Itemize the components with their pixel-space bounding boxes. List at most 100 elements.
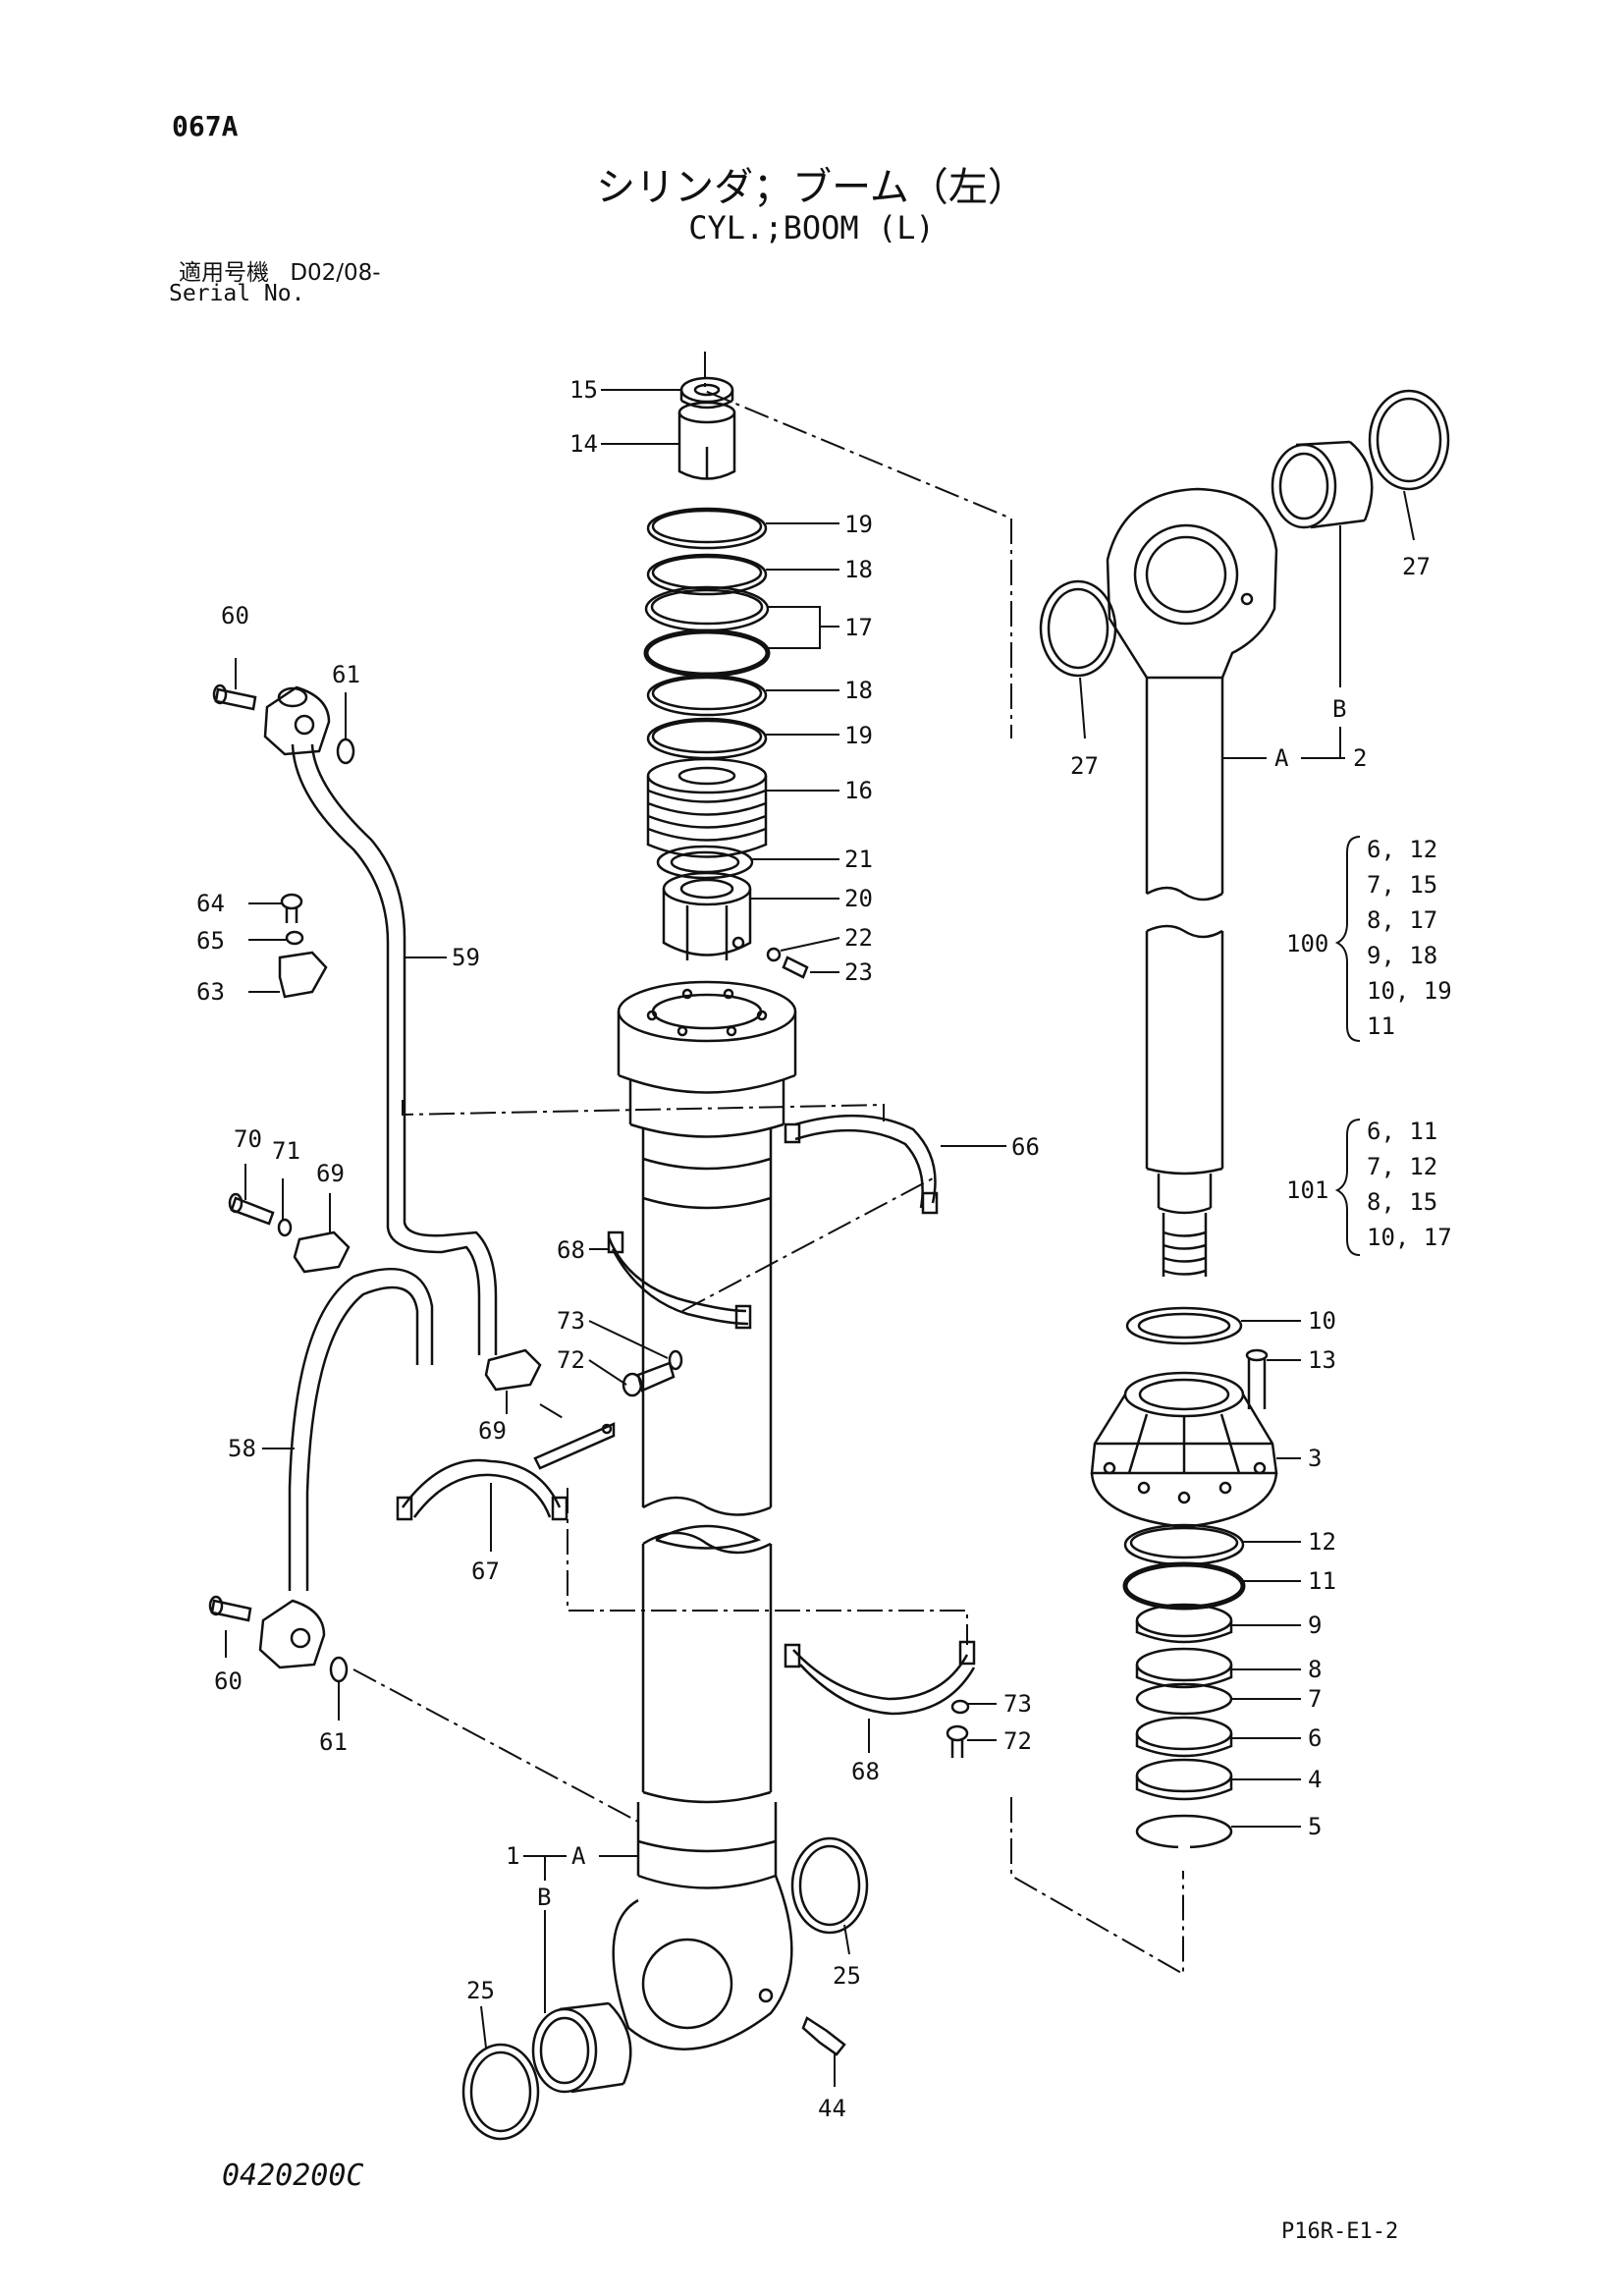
callout-60-a: 60	[221, 602, 249, 629]
part-69-clamp-a	[293, 1230, 351, 1274]
callout-1: 1	[506, 1842, 519, 1870]
part-60-flange-bottom	[258, 1599, 326, 1669]
kit-101-row: 10, 17	[1367, 1224, 1452, 1251]
serial-value: D02/08-	[290, 260, 381, 286]
part-10-ring	[1125, 1306, 1243, 1345]
callout-B-top: B	[1332, 695, 1346, 723]
part-68-band-clamp-bottom	[784, 1640, 976, 1716]
part-68-band-clamp-top	[607, 1230, 752, 1330]
page-code: 067A	[172, 110, 239, 142]
part-3-cylinder-head	[1090, 1371, 1278, 1529]
callout-2: 2	[1353, 744, 1367, 772]
part-19-ring-a	[646, 507, 768, 550]
kit-100-row: 6, 12	[1367, 836, 1437, 863]
part-14-bushing	[677, 401, 736, 480]
part-70-bolt	[228, 1192, 275, 1226]
callout-18-b: 18	[844, 677, 873, 704]
callout-10: 10	[1308, 1307, 1336, 1335]
kit-100-row: 9, 18	[1367, 942, 1437, 969]
part-59-pipe	[291, 743, 498, 1355]
callout-61-a: 61	[332, 661, 360, 688]
part-1-cylinder-tube	[612, 980, 797, 2050]
part-7-ring	[1135, 1682, 1233, 1716]
part-19-ring-b	[646, 717, 768, 760]
part-60-flange-top	[263, 685, 331, 756]
callout-12: 12	[1308, 1528, 1336, 1556]
callout-7: 7	[1308, 1685, 1322, 1713]
callout-15: 15	[569, 376, 598, 404]
callout-65: 65	[196, 927, 225, 955]
part-11-o-ring	[1122, 1561, 1246, 1611]
leader-lines	[225, 389, 1415, 2087]
assembly-guide-lines	[352, 352, 1184, 1976]
part-72-bolt-top	[622, 1361, 676, 1397]
callout-70: 70	[234, 1125, 262, 1153]
callout-73-a: 73	[557, 1307, 585, 1335]
part-5-snap-ring	[1135, 1814, 1233, 1850]
part-71-washer	[277, 1218, 293, 1237]
kit-101-label: 101	[1286, 1176, 1328, 1204]
sheet-code: P16R-E1-2	[1281, 2219, 1399, 2244]
callout-8: 8	[1308, 1656, 1322, 1683]
part-25-dust-seal-right	[790, 1836, 869, 1935]
callout-A-bottom: A	[571, 1842, 586, 1870]
callout-60-b: 60	[214, 1667, 243, 1695]
callout-44: 44	[818, 2095, 846, 2122]
part-8-ring	[1135, 1647, 1233, 1689]
callout-64: 64	[196, 890, 225, 917]
part-44-grease-fitting	[801, 2016, 846, 2056]
callout-14: 14	[569, 430, 598, 458]
kit-100-row: 11	[1367, 1012, 1395, 1040]
title-english: CYL.;BOOM (L)	[688, 209, 935, 246]
part-73-washer-bottom	[950, 1699, 970, 1715]
kit-101-row: 8, 15	[1367, 1188, 1437, 1216]
callout-61-b: 61	[319, 1728, 348, 1756]
part-60-bolt-top	[212, 683, 257, 711]
kit-100-row: 10, 19	[1367, 977, 1452, 1005]
callout-72-b: 72	[1003, 1727, 1032, 1755]
part-72-bolt-bottom	[946, 1724, 969, 1758]
part-12-ring	[1123, 1523, 1245, 1566]
callout-6: 6	[1308, 1724, 1322, 1752]
callout-23: 23	[844, 958, 873, 986]
kit-101-brace	[1334, 1119, 1361, 1256]
part-73-washer-top	[668, 1349, 683, 1371]
part-61-o-ring-top	[336, 738, 355, 765]
callout-25-right: 25	[833, 1962, 861, 1990]
callout-68-a: 68	[557, 1236, 585, 1264]
callout-68-b: 68	[851, 1758, 880, 1785]
callout-4: 4	[1308, 1766, 1322, 1793]
part-61-o-ring-bottom	[329, 1656, 349, 1683]
callout-73-b: 73	[1003, 1690, 1032, 1718]
callout-labels: 15 14 19 18 17 18 19 16 21 20 22 23 60 6…	[196, 376, 1452, 2122]
part-22-ball	[766, 947, 782, 962]
kit-101-row: 6, 11	[1367, 1118, 1437, 1145]
callout-71: 71	[272, 1137, 300, 1165]
part-17-seal	[643, 585, 771, 678]
part-27-dust-seal-right	[1368, 389, 1450, 491]
callout-B-bottom: B	[537, 1884, 551, 1911]
callout-17: 17	[844, 614, 873, 641]
part-4-seal	[1135, 1758, 1233, 1801]
callout-5: 5	[1308, 1813, 1322, 1840]
part-67-band-clamp	[396, 1458, 568, 1521]
part-9-bushing	[1135, 1603, 1233, 1644]
callout-19-a: 19	[844, 511, 873, 538]
callout-27-right: 27	[1402, 553, 1431, 580]
part-66-band-clamp	[784, 1114, 939, 1215]
callout-67: 67	[471, 1558, 500, 1585]
part-2-piston-rod	[1106, 487, 1278, 1277]
part-bracket-plate	[533, 1422, 616, 1470]
part-bushing-B-top	[1271, 440, 1374, 529]
part-bushing-B-bottom	[531, 2001, 632, 2094]
callout-59: 59	[452, 944, 480, 971]
part-25-dust-seal-left	[461, 2043, 540, 2141]
kit-100-row: 7, 15	[1367, 871, 1437, 899]
callout-A-top: A	[1274, 744, 1289, 772]
document-code: 0420200C	[222, 2159, 364, 2193]
callout-20: 20	[844, 885, 873, 912]
callout-72-a: 72	[557, 1346, 585, 1374]
callout-27-left: 27	[1070, 752, 1099, 780]
part-27-dust-seal-left	[1039, 579, 1117, 678]
